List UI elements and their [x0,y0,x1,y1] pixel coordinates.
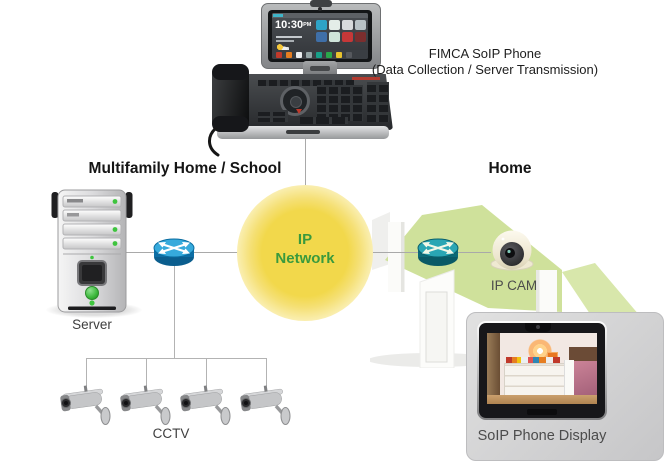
handset-cord [208,128,220,157]
phone-caption-line1: FIMCA SoIP Phone [428,46,542,61]
cctv-bus-line [86,358,267,359]
room-side-panel [564,360,574,397]
phone-app-icons [316,20,366,42]
left-section-title: Multifamily Home / School [88,160,282,177]
room-books [506,357,560,364]
cctv-drop-1 [86,358,87,386]
phone-bottom-keys [300,117,348,124]
right-section-title: Home [488,160,532,177]
network-label-line2: Network [275,250,335,267]
cctv-drop-3 [206,358,207,386]
line-network-to-home [305,252,491,253]
room-headboard [569,347,597,363]
line-server-to-network [120,252,305,253]
room-floor [487,395,597,404]
dome-camera-icon [490,230,534,271]
phone-screen-latch [310,0,332,7]
phone-date-text2 [276,40,294,42]
weather-icon [276,44,289,53]
router-icon-left [153,238,195,266]
cctv-camera-icon [120,385,171,425]
phone-caption: FIMCA SoIP Phone (Data Collection / Serv… [350,46,620,79]
cctv-camera-icon [240,385,291,425]
house-door [425,291,448,363]
room-wardrobe [487,333,500,404]
phone-handset [212,64,249,132]
phone-left-keys [258,110,288,122]
tablet-camera-icon [525,323,551,332]
phone-base [217,126,389,139]
phone-function-keys [367,82,389,122]
network-label-line1: IP [297,230,313,248]
cctv-camera-icon [180,385,231,425]
line-router-to-cctv [174,264,175,358]
phone-red-key [296,109,302,114]
phone-statusbar [272,13,368,18]
cctv-camera-icon [60,385,111,425]
phone-number-pad [317,85,363,121]
roof-main [385,205,562,312]
phone-caption-line2: (Data Collection / Server Transmission) [371,62,599,78]
room-camera-view [487,333,597,404]
phone-date-text [276,36,302,38]
phone-screen: 10:30PM [272,13,368,59]
server-label: Server [72,317,112,332]
cctv-label: CCTV [152,426,190,441]
tablet-speaker [527,409,557,415]
phone-front-camera-icon [318,7,322,11]
router-icon-right [417,238,459,266]
display-label: SoIP Phone Display [477,428,607,444]
cctv-drop-4 [266,358,267,386]
phone-hinge [303,61,337,78]
ip-cam-label: IP CAM [490,278,538,293]
phone-dock-icons [272,50,368,59]
phone-clock: 10:30PM [275,19,312,31]
phone-brand-mark [352,77,380,80]
phone-softkeys [258,80,354,86]
server-tower-icon [51,189,133,313]
room-dresser [504,363,566,397]
network-cloud-icon: IP Network [237,185,373,321]
cctv-drop-2 [146,358,147,386]
